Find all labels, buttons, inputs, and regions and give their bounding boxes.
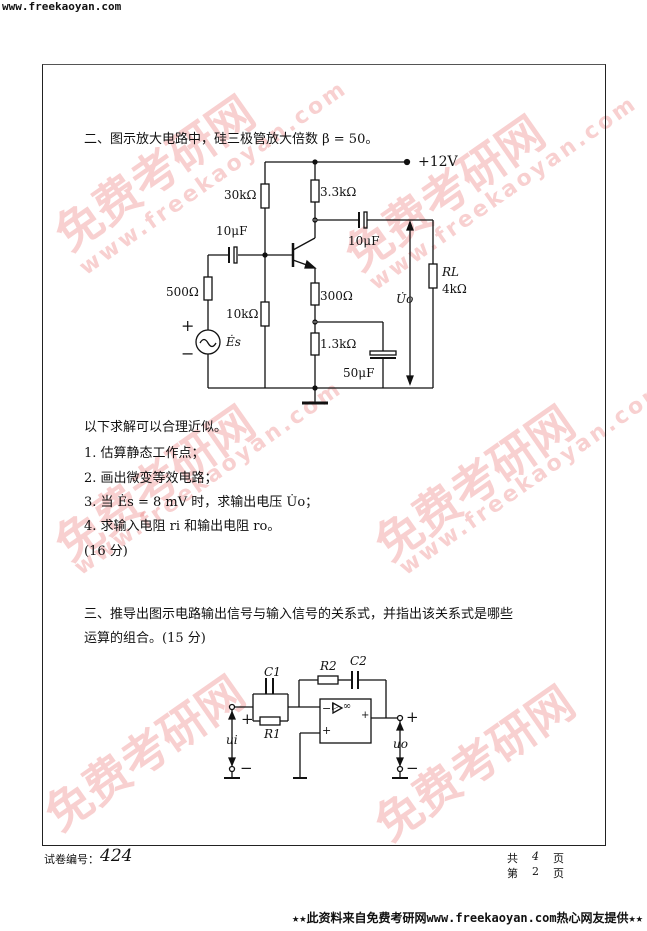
vcc-label: +12V (418, 154, 458, 170)
label: 第 (507, 867, 518, 880)
q2-item-1: 1. 估算静态工作点； (84, 446, 205, 461)
label: 页 (553, 852, 564, 865)
label-rl: RL (442, 265, 460, 279)
label-uo: U̇o (396, 292, 414, 306)
label-out-minus: − (406, 759, 419, 777)
q2-item-4: 4. 求输入电阻 ri 和输出电阻 ro。 (84, 519, 281, 534)
q2-intro: 以下求解可以合理近似。 (84, 420, 228, 435)
label-50u: 50μF (343, 366, 375, 380)
label: 页 (553, 867, 564, 880)
opamp-minus: − (322, 702, 332, 715)
q3-line-1: 三、推导出图示电路输出信号与输入信号的关系式，并指出该关系式是哪些 (84, 607, 514, 622)
paper-no-label: 试卷编号： (44, 853, 99, 866)
label-plus: + (181, 316, 195, 335)
label-r1: R1 (264, 727, 281, 741)
label-300: 300Ω (320, 289, 353, 303)
resistor-r2 (317, 675, 339, 685)
label-minus: − (181, 344, 195, 363)
q2-item-2: 2. 画出微变等效电路； (84, 471, 218, 486)
label-c2: C2 (350, 654, 367, 668)
label-in-minus: − (240, 759, 253, 777)
current-page: 2 (532, 865, 539, 878)
paper-no: 424 (100, 846, 133, 866)
label-cout: 10μF (348, 234, 380, 248)
label-30k: 30kΩ (224, 188, 257, 202)
label-uo2: uo (393, 737, 408, 751)
page-current: 第 2 页 (507, 865, 564, 881)
q3-line-2: 运算的组合。(15 分) (84, 631, 206, 646)
footer-banner: ★★此资料来自免费考研网www.freekaoyan.com热心网友提供★★ (292, 911, 643, 925)
q2-item-3: 3. 当 Ės = 8 mV 时，求输出电压 U̇o； (84, 495, 319, 510)
label-c1: C1 (264, 665, 281, 679)
opamp-symbol: ▷ ∞ (332, 701, 352, 712)
page-total: 共 4 页 (507, 850, 564, 866)
header-url: www.freekaoyan.com (2, 0, 122, 13)
label-r2: R2 (320, 659, 337, 673)
label: 共 (507, 852, 518, 865)
label-1k3: 1.3kΩ (320, 337, 357, 351)
label-es: Ės (226, 335, 241, 349)
opamp-plus: + (322, 724, 332, 737)
label-10k: 10kΩ (226, 307, 259, 321)
opamp-box (319, 698, 372, 744)
total-pages: 4 (532, 850, 539, 863)
label-3k3: 3.3kΩ (320, 185, 357, 199)
page-border (42, 64, 606, 846)
label-cin: 10μF (216, 224, 248, 238)
resistor-r1 (259, 716, 281, 726)
resistor-3k3 (310, 179, 320, 203)
label-4k: 4kΩ (442, 282, 467, 296)
label-ui: ui (226, 733, 238, 747)
label-in-plus: + (241, 710, 254, 728)
q2-title: 二、图示放大电路中，硅三极管放大倍数 β = 50。 (84, 132, 379, 147)
label-500: 500Ω (166, 285, 199, 299)
label-out-plus: + (406, 708, 419, 726)
q2-score: (16 分) (84, 544, 128, 559)
opamp-out-plus: + (361, 710, 370, 721)
